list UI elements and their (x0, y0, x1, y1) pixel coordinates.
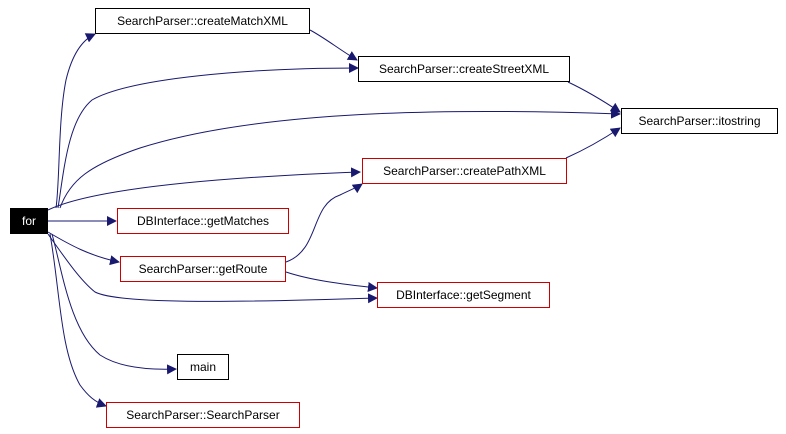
edge-for-itostring (59, 108, 621, 209)
edge-for-createMatchXML (55, 33, 96, 209)
node-getSegment[interactable]: DBInterface::getSegment (377, 282, 550, 308)
edge-createPathXML-itostring (565, 127, 621, 159)
edge-for-main (51, 233, 177, 375)
edge-createMatchXML-createStreetXML (309, 29, 358, 61)
node-main[interactable]: main (177, 354, 229, 380)
edge-for-createPathXML (47, 167, 361, 211)
node-getMatches[interactable]: DBInterface::getMatches (117, 208, 289, 234)
node-createPathXML[interactable]: SearchParser::createPathXML (362, 158, 567, 184)
edge-for-getSegment (47, 233, 378, 304)
edge-getRoute-getSegment (285, 271, 378, 293)
node-itostring[interactable]: SearchParser::itostring (621, 108, 778, 134)
node-createMatchXML[interactable]: SearchParser::createMatchXML (95, 8, 310, 34)
node-for: for (10, 208, 48, 234)
edge-createStreetXML-itostring (567, 81, 621, 113)
edge-for-SearchParser (49, 233, 107, 408)
edge-getRoute-createPathXML (285, 183, 363, 263)
node-getRoute[interactable]: SearchParser::getRoute (120, 256, 286, 282)
node-createStreetXML[interactable]: SearchParser::createStreetXML (358, 56, 570, 82)
edge-for-getRoute (47, 231, 120, 266)
node-SearchParser[interactable]: SearchParser::SearchParser (106, 402, 300, 428)
edge-for-createStreetXML (57, 63, 359, 209)
